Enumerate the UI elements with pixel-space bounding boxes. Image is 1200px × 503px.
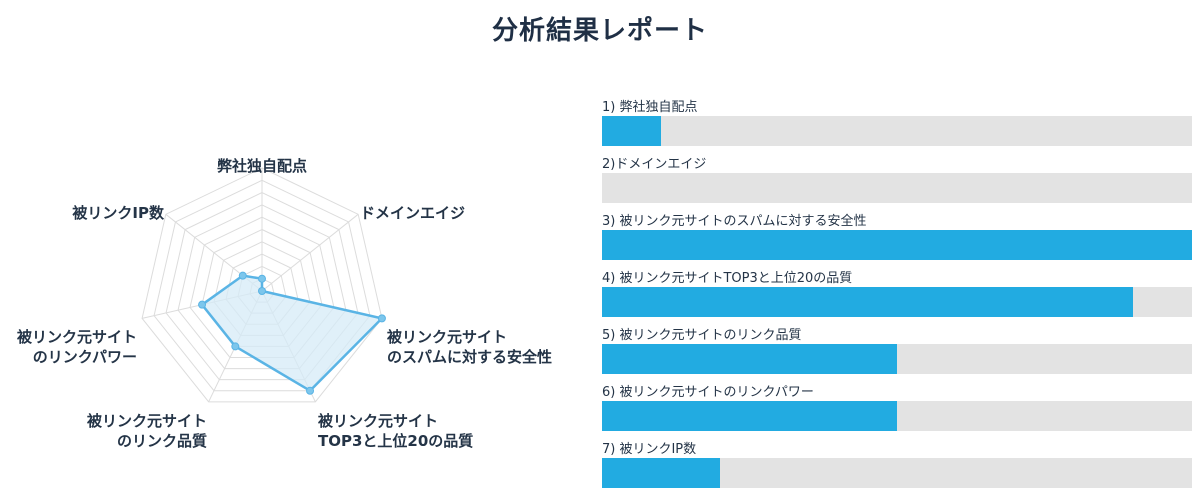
radar-axis-label-line: のリンク品質 <box>117 432 207 450</box>
radar-point <box>238 271 247 280</box>
radar-chart: 弊社独自配点ドメインエイジ被リンク元サイトのスパムに対する安全性被リンク元サイト… <box>17 157 552 450</box>
bar-fill <box>602 401 897 431</box>
bar-track <box>602 344 1192 374</box>
radar-grid-ring <box>177 204 347 370</box>
radar-grid-ring <box>141 167 383 403</box>
bar-track <box>602 173 1192 203</box>
bar-track <box>602 287 1192 317</box>
bar-label: 7) 被リンクIP数 <box>602 442 697 457</box>
bar-label: 6) 被リンク元サイトのリンクパワー <box>602 385 814 400</box>
radar-axis-label-line: 被リンクIP数 <box>72 204 165 222</box>
bar-row: 6) 被リンク元サイトのリンクパワー <box>600 377 1192 434</box>
bar-chart: 1) 弊社独自配点 2)ドメインエイジ 3) 被リンク元サイトのスパムに対する安全性… <box>600 92 1192 491</box>
bar-label: 4) 被リンク元サイトTOP3と上位20の品質 <box>602 271 853 286</box>
radar-axis-label: ドメインエイジ <box>360 204 465 222</box>
bar-row: 2)ドメインエイジ <box>600 149 1192 206</box>
radar-axis-label: 被リンク元サイトのリンクパワー <box>17 328 137 366</box>
bar-fill <box>602 287 1133 317</box>
bar-fill <box>602 344 897 374</box>
bar-row: 7) 被リンクIP数 <box>600 434 1192 491</box>
bar-track <box>602 401 1192 431</box>
bar-fill <box>602 458 720 488</box>
radar-axis-label-line: 被リンク元サイト <box>387 328 507 346</box>
radar-axis-label-line: のスパムに対する安全性 <box>387 348 552 366</box>
bar-row: 4) 被リンク元サイトTOP3と上位20の品質 <box>600 263 1192 320</box>
radar-point <box>306 386 315 395</box>
radar-point <box>198 300 207 309</box>
radar-series-area <box>200 274 384 392</box>
radar-point <box>231 342 240 351</box>
bar-row: 3) 被リンク元サイトのスパムに対する安全性 <box>600 206 1192 263</box>
radar-grid-ring <box>153 179 371 392</box>
radar-axis-label-line: 被リンク元サイト <box>87 412 207 430</box>
bar-row: 1) 弊社独自配点 <box>600 92 1192 149</box>
radar-axis-label-line: TOP3と上位20の品質 <box>318 432 473 450</box>
radar-axis-label: 被リンクIP数 <box>72 204 165 222</box>
radar-point <box>258 274 266 283</box>
radar-grid-ring <box>165 192 359 381</box>
radar-axis-label-line: 弊社独自配点 <box>217 157 307 175</box>
bar-row: 5) 被リンク元サイトのリンク品質 <box>600 320 1192 377</box>
bar-track <box>602 230 1192 260</box>
bar-fill <box>602 230 1192 260</box>
bar-track <box>602 458 1192 488</box>
bar-label: 3) 被リンク元サイトのスパムに対する安全性 <box>602 214 867 229</box>
radar-axis-label: 被リンク元サイト TOP3と上位20の品質 <box>318 412 473 450</box>
radar-axis-label: 被リンク元サイトのスパムに対する安全性 <box>387 328 552 366</box>
bar-fill <box>602 116 661 146</box>
radar-spoke <box>261 213 359 292</box>
radar-axis-label: 被リンク元サイトのリンク品質 <box>87 412 207 450</box>
radar-point <box>258 287 266 295</box>
radar-axis-label-line: のリンクパワー <box>33 348 137 366</box>
radar-point <box>377 314 386 323</box>
bar-label: 5) 被リンク元サイトのリンク品質 <box>602 328 802 343</box>
radar-axis-label-line: ドメインエイジ <box>360 204 465 222</box>
page-title: 分析結果レポート <box>491 16 708 46</box>
bar-track <box>602 116 1192 146</box>
bar-label: 1) 弊社独自配点 <box>602 100 698 115</box>
bar-label: 2)ドメインエイジ <box>602 157 707 172</box>
radar-axis-label-line: 被リンク元サイト <box>318 412 438 430</box>
radar-axis-label-line: 被リンク元サイト <box>17 328 137 346</box>
radar-axis-label: 弊社独自配点 <box>217 157 307 175</box>
